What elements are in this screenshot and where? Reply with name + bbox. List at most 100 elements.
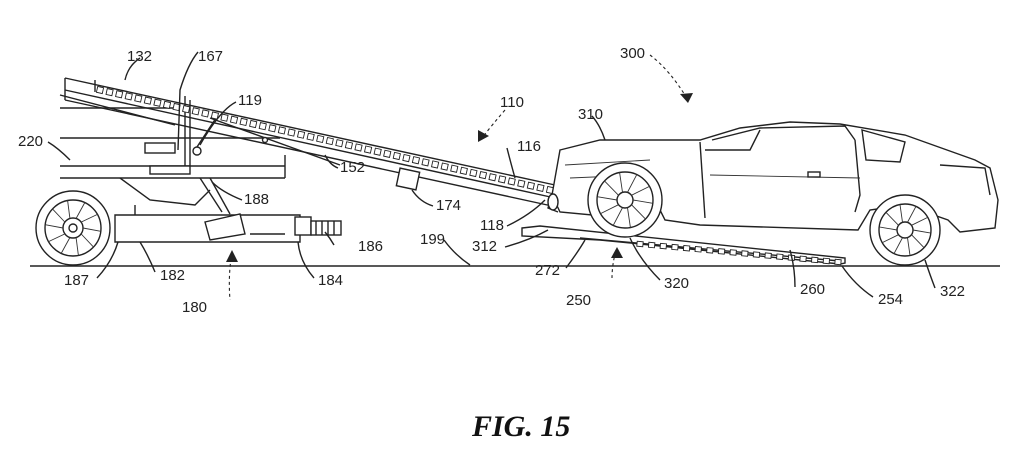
spoke <box>597 196 618 201</box>
label-119: 119 <box>238 92 262 109</box>
roller <box>450 164 459 173</box>
roller <box>430 160 440 169</box>
roller <box>191 107 200 116</box>
roller <box>822 257 831 265</box>
label-116: 116 <box>517 138 541 155</box>
roller <box>239 117 248 127</box>
label-180: 180 <box>182 299 207 316</box>
roller <box>517 179 526 188</box>
spoke <box>631 185 650 196</box>
roller <box>811 256 819 264</box>
label-152: 152 <box>340 159 365 176</box>
spoke <box>882 234 899 244</box>
label-312: 312 <box>472 238 497 255</box>
roller <box>536 183 545 192</box>
spoke <box>80 213 98 223</box>
roller <box>636 240 644 248</box>
label-132: 132 <box>127 48 152 65</box>
roller <box>659 242 667 250</box>
roller <box>741 250 749 257</box>
label-300: 300 <box>620 45 645 62</box>
roller <box>277 126 287 135</box>
roller <box>764 252 772 259</box>
spoke <box>612 207 623 226</box>
roller <box>153 98 162 107</box>
car-rear-wheel <box>869 194 941 266</box>
spoke <box>632 199 653 204</box>
roller <box>306 132 315 141</box>
reference-numerals: 132 167 119 110 116 300 310 220 152 188 … <box>18 45 965 316</box>
label-320: 320 <box>664 275 689 292</box>
roller <box>363 145 373 154</box>
label-184: 184 <box>318 272 343 289</box>
roller <box>469 168 478 178</box>
spoke <box>80 233 94 248</box>
roller <box>706 247 714 254</box>
label-310: 310 <box>578 106 603 123</box>
roller <box>95 85 105 95</box>
label-199: 199 <box>420 231 445 248</box>
label-188: 188 <box>244 191 269 208</box>
label-174: 174 <box>436 197 461 214</box>
roller <box>287 128 296 137</box>
roller <box>776 253 784 260</box>
roller <box>249 119 258 129</box>
label-220: 220 <box>18 133 43 150</box>
roller <box>143 96 152 105</box>
spoke <box>911 234 925 249</box>
roller <box>694 246 702 253</box>
label-254: 254 <box>878 291 903 308</box>
label-260: 260 <box>800 281 825 298</box>
figure-caption: FIG. 15 <box>471 410 570 443</box>
tilt-bed <box>64 77 556 207</box>
roller <box>498 175 507 184</box>
spoke <box>600 204 619 215</box>
wheel-spokes <box>45 172 931 256</box>
roller <box>752 251 761 258</box>
truck-body <box>59 94 286 179</box>
roller <box>124 92 133 101</box>
spoke <box>619 172 623 193</box>
bed-rollers <box>95 85 555 195</box>
roller <box>162 100 172 110</box>
car-front-wheel <box>587 162 663 238</box>
spoke <box>627 207 631 228</box>
roller <box>210 111 220 120</box>
roller <box>411 156 421 165</box>
spoke <box>907 206 917 223</box>
roller <box>105 88 114 97</box>
label-118: 118 <box>480 217 504 234</box>
roller <box>402 153 411 163</box>
roller <box>296 130 306 139</box>
roller <box>354 143 363 152</box>
roller <box>459 166 468 175</box>
spoke <box>885 211 899 226</box>
roller <box>229 115 239 124</box>
roller <box>220 113 229 122</box>
spoke <box>911 216 928 226</box>
label-182: 182 <box>160 267 185 284</box>
roller <box>182 105 191 114</box>
roller <box>115 90 124 99</box>
spoke <box>52 208 66 223</box>
roller <box>134 94 143 103</box>
spoke <box>912 229 931 234</box>
spoke <box>75 202 86 219</box>
roller <box>488 173 497 182</box>
label-322: 322 <box>940 283 965 300</box>
roller <box>507 177 516 186</box>
spoke <box>67 200 71 219</box>
roller <box>335 139 344 148</box>
spoke <box>45 224 64 229</box>
spoke <box>627 174 638 193</box>
label-272: 272 <box>535 262 560 279</box>
roller <box>478 170 488 180</box>
roller <box>383 149 392 158</box>
roller <box>729 249 737 256</box>
arrow-heads <box>226 93 693 262</box>
spoke <box>75 237 79 256</box>
roller <box>671 243 679 251</box>
roller <box>316 134 325 144</box>
roller <box>647 241 656 249</box>
